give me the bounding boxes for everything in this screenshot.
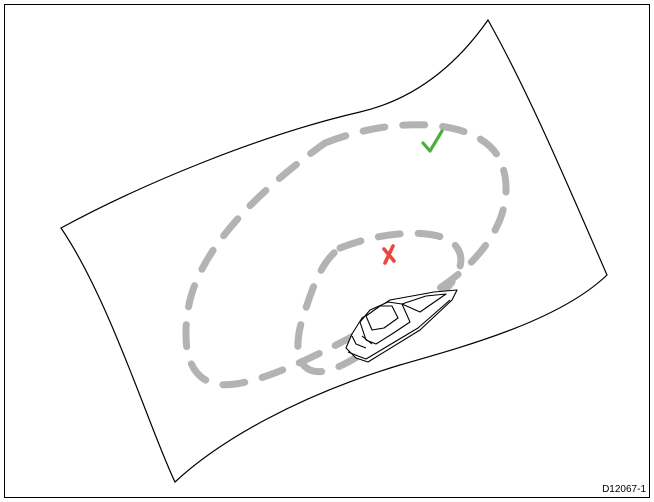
checkmark-icon	[421, 129, 444, 153]
cross-icon	[382, 244, 396, 265]
figure-id-label: D12067-1	[602, 484, 646, 495]
motor-yacht-icon	[345, 289, 458, 363]
figure-frame	[4, 4, 650, 498]
outer-path-ring	[182, 121, 510, 389]
